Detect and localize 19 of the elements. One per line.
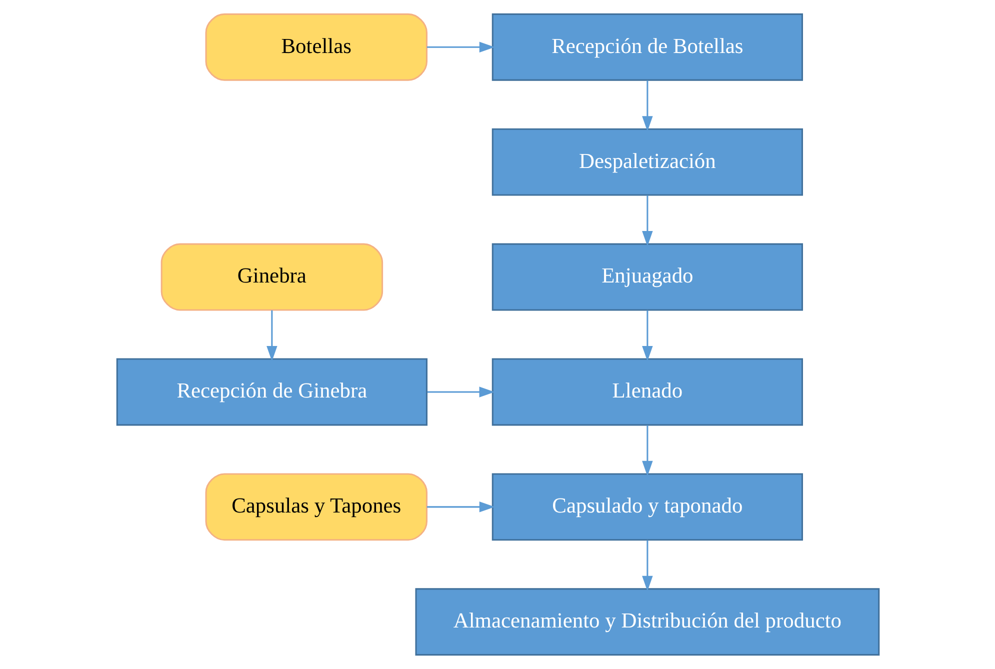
arrow bbox=[642, 195, 652, 246]
arrow bbox=[426, 386, 494, 398]
node-box: Ginebra bbox=[160, 243, 383, 311]
arrow bbox=[642, 540, 652, 592]
arrow bbox=[426, 42, 494, 52]
node-box: Capsulas y Tapones bbox=[204, 473, 427, 541]
arrow bbox=[642, 80, 652, 132]
arrow bbox=[426, 502, 494, 512]
node-box: Enjuagado bbox=[491, 243, 802, 311]
node-box: Recepción de Ginebra bbox=[116, 358, 427, 426]
node-box: Capsulado y taponado bbox=[491, 473, 802, 541]
node-box: Almacenamiento y Distribución del producto bbox=[414, 588, 880, 656]
arrow bbox=[642, 425, 652, 476]
node-box: Botellas bbox=[204, 13, 427, 81]
arrow bbox=[266, 310, 277, 362]
arrow bbox=[642, 310, 652, 362]
node-box: Llenado bbox=[491, 358, 802, 426]
node-box: Recepción de Botellas bbox=[491, 13, 802, 81]
node-box: Despaletización bbox=[491, 128, 802, 196]
